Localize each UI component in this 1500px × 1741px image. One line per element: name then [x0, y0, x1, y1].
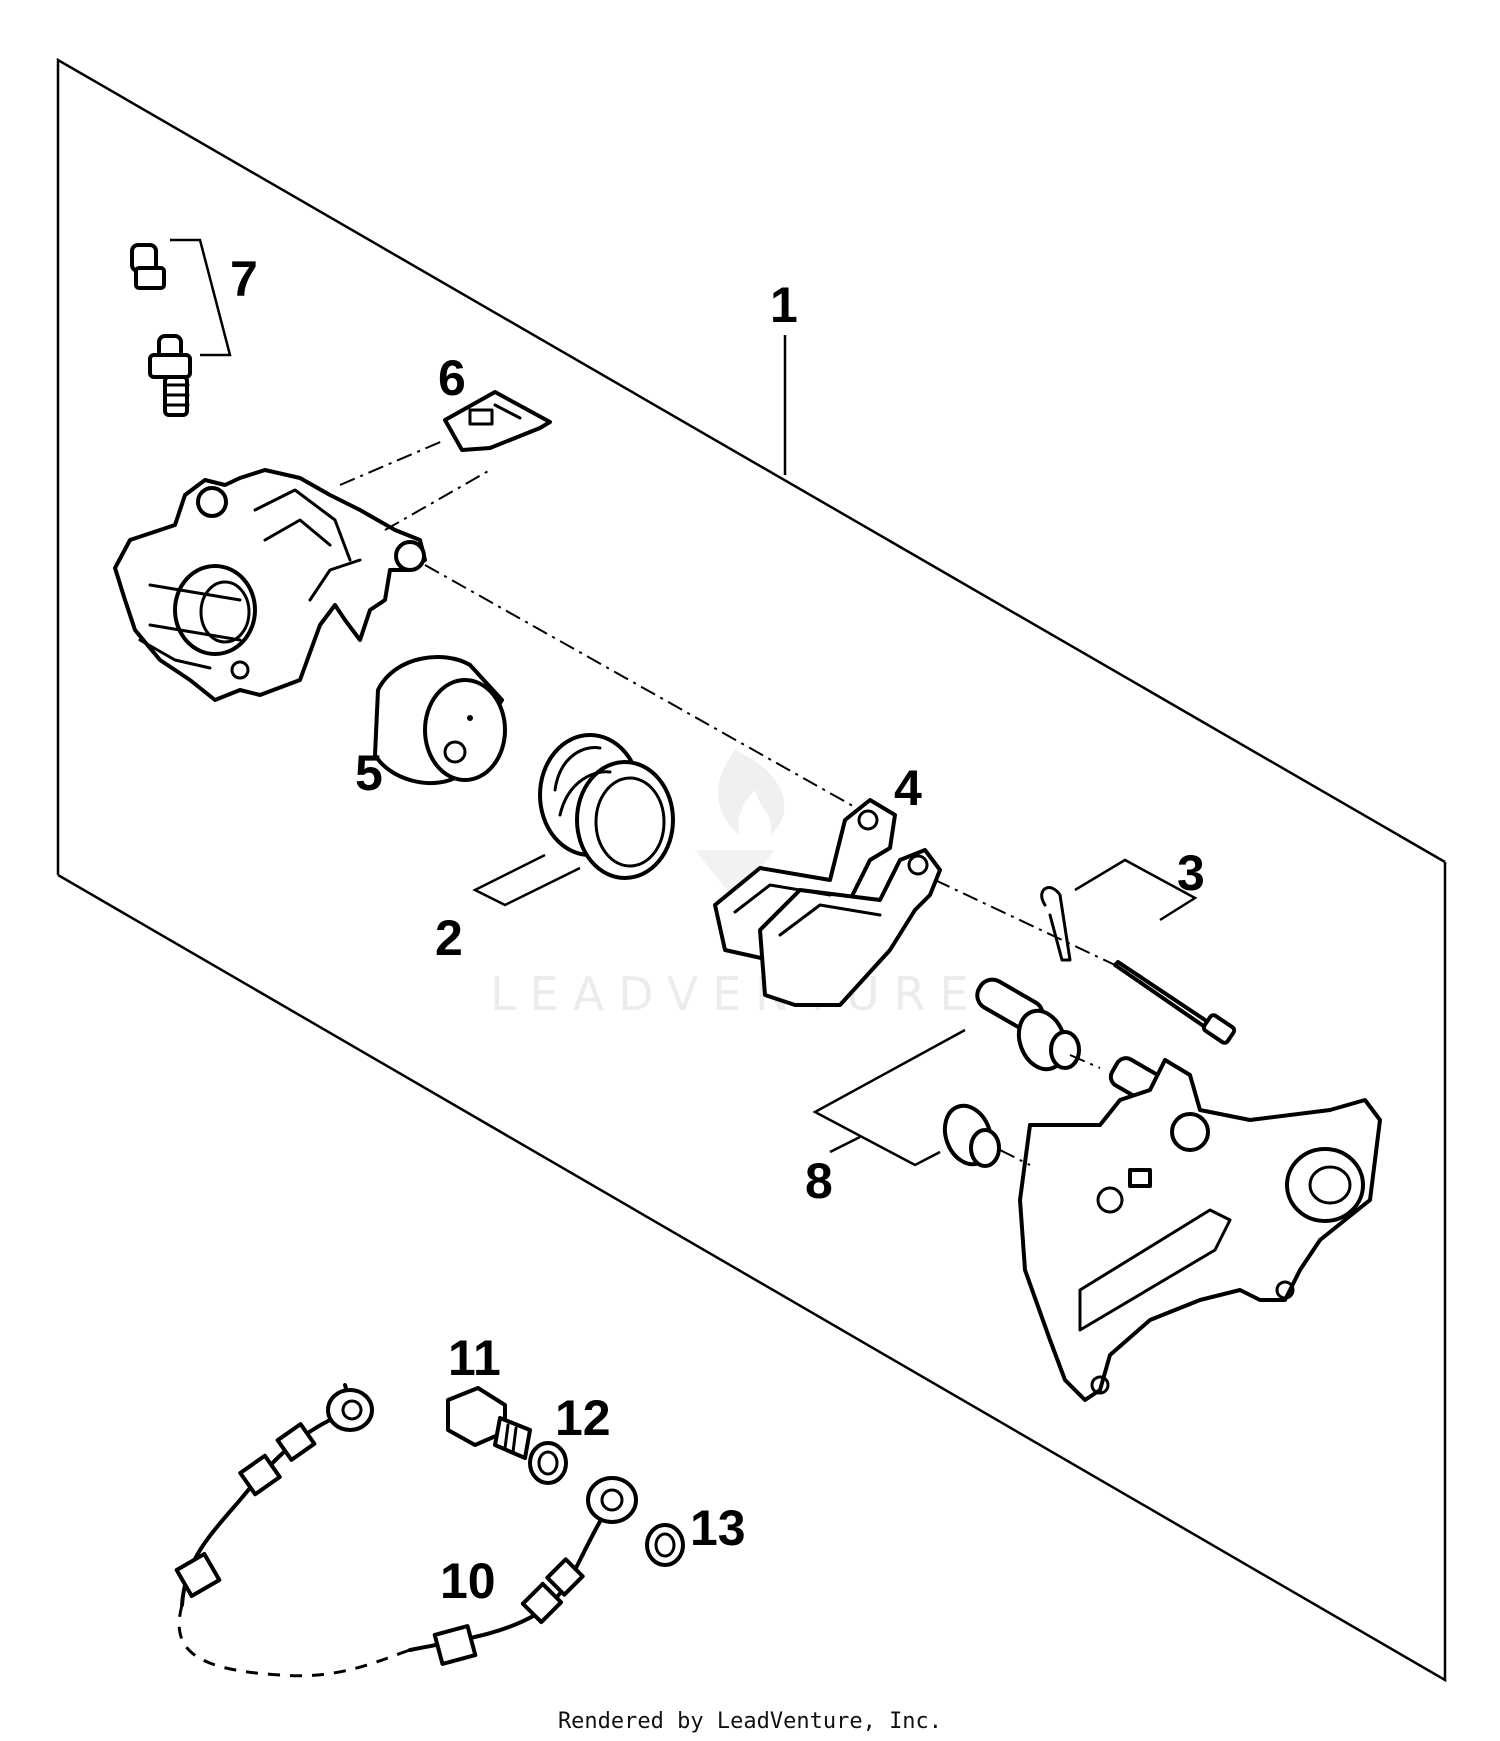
part-1-caliper-body	[113, 468, 427, 702]
render-credit: Rendered by LeadVenture, Inc.	[558, 1709, 942, 1734]
part-12-washer	[528, 1441, 568, 1485]
callout-5: 5	[355, 745, 383, 801]
part-8-slide-pins	[812, 977, 1182, 1168]
part-13-washer	[645, 1523, 685, 1567]
part-11-banjo-bolt	[446, 1386, 532, 1460]
part-5-piston	[373, 655, 507, 786]
watermark-text: LEADVENTURE	[490, 967, 983, 1021]
part-6-pad-spring	[443, 390, 552, 452]
callout-13: 13	[690, 1500, 746, 1556]
callout-3: 3	[1177, 845, 1205, 901]
part-10-brake-hose	[174, 1383, 638, 1678]
watermark: LEADVENTURE	[490, 750, 983, 1021]
callout-10: 10	[440, 1553, 496, 1609]
callout-7: 7	[230, 251, 258, 307]
part-4-brake-pads	[713, 798, 942, 1007]
callout-12: 12	[555, 1390, 611, 1446]
assembly-frame	[56, 57, 1447, 1683]
part-2-seal-kit	[472, 733, 675, 907]
callout-8: 8	[805, 1153, 833, 1209]
part-7-bleeder-screws	[130, 238, 232, 417]
callout-labels: 1 2 3 4 5 6 7 8 10 11 12 13	[230, 251, 1205, 1609]
caliper-bracket	[1018, 1058, 1382, 1402]
callout-2: 2	[435, 910, 463, 966]
callout-1: 1	[770, 277, 798, 333]
assembly-centerlines	[339, 439, 1116, 1166]
callout-11: 11	[448, 1330, 501, 1386]
callout-6: 6	[438, 350, 466, 406]
part-3-pin-and-clip	[1040, 858, 1237, 1045]
callout-4: 4	[894, 760, 922, 816]
